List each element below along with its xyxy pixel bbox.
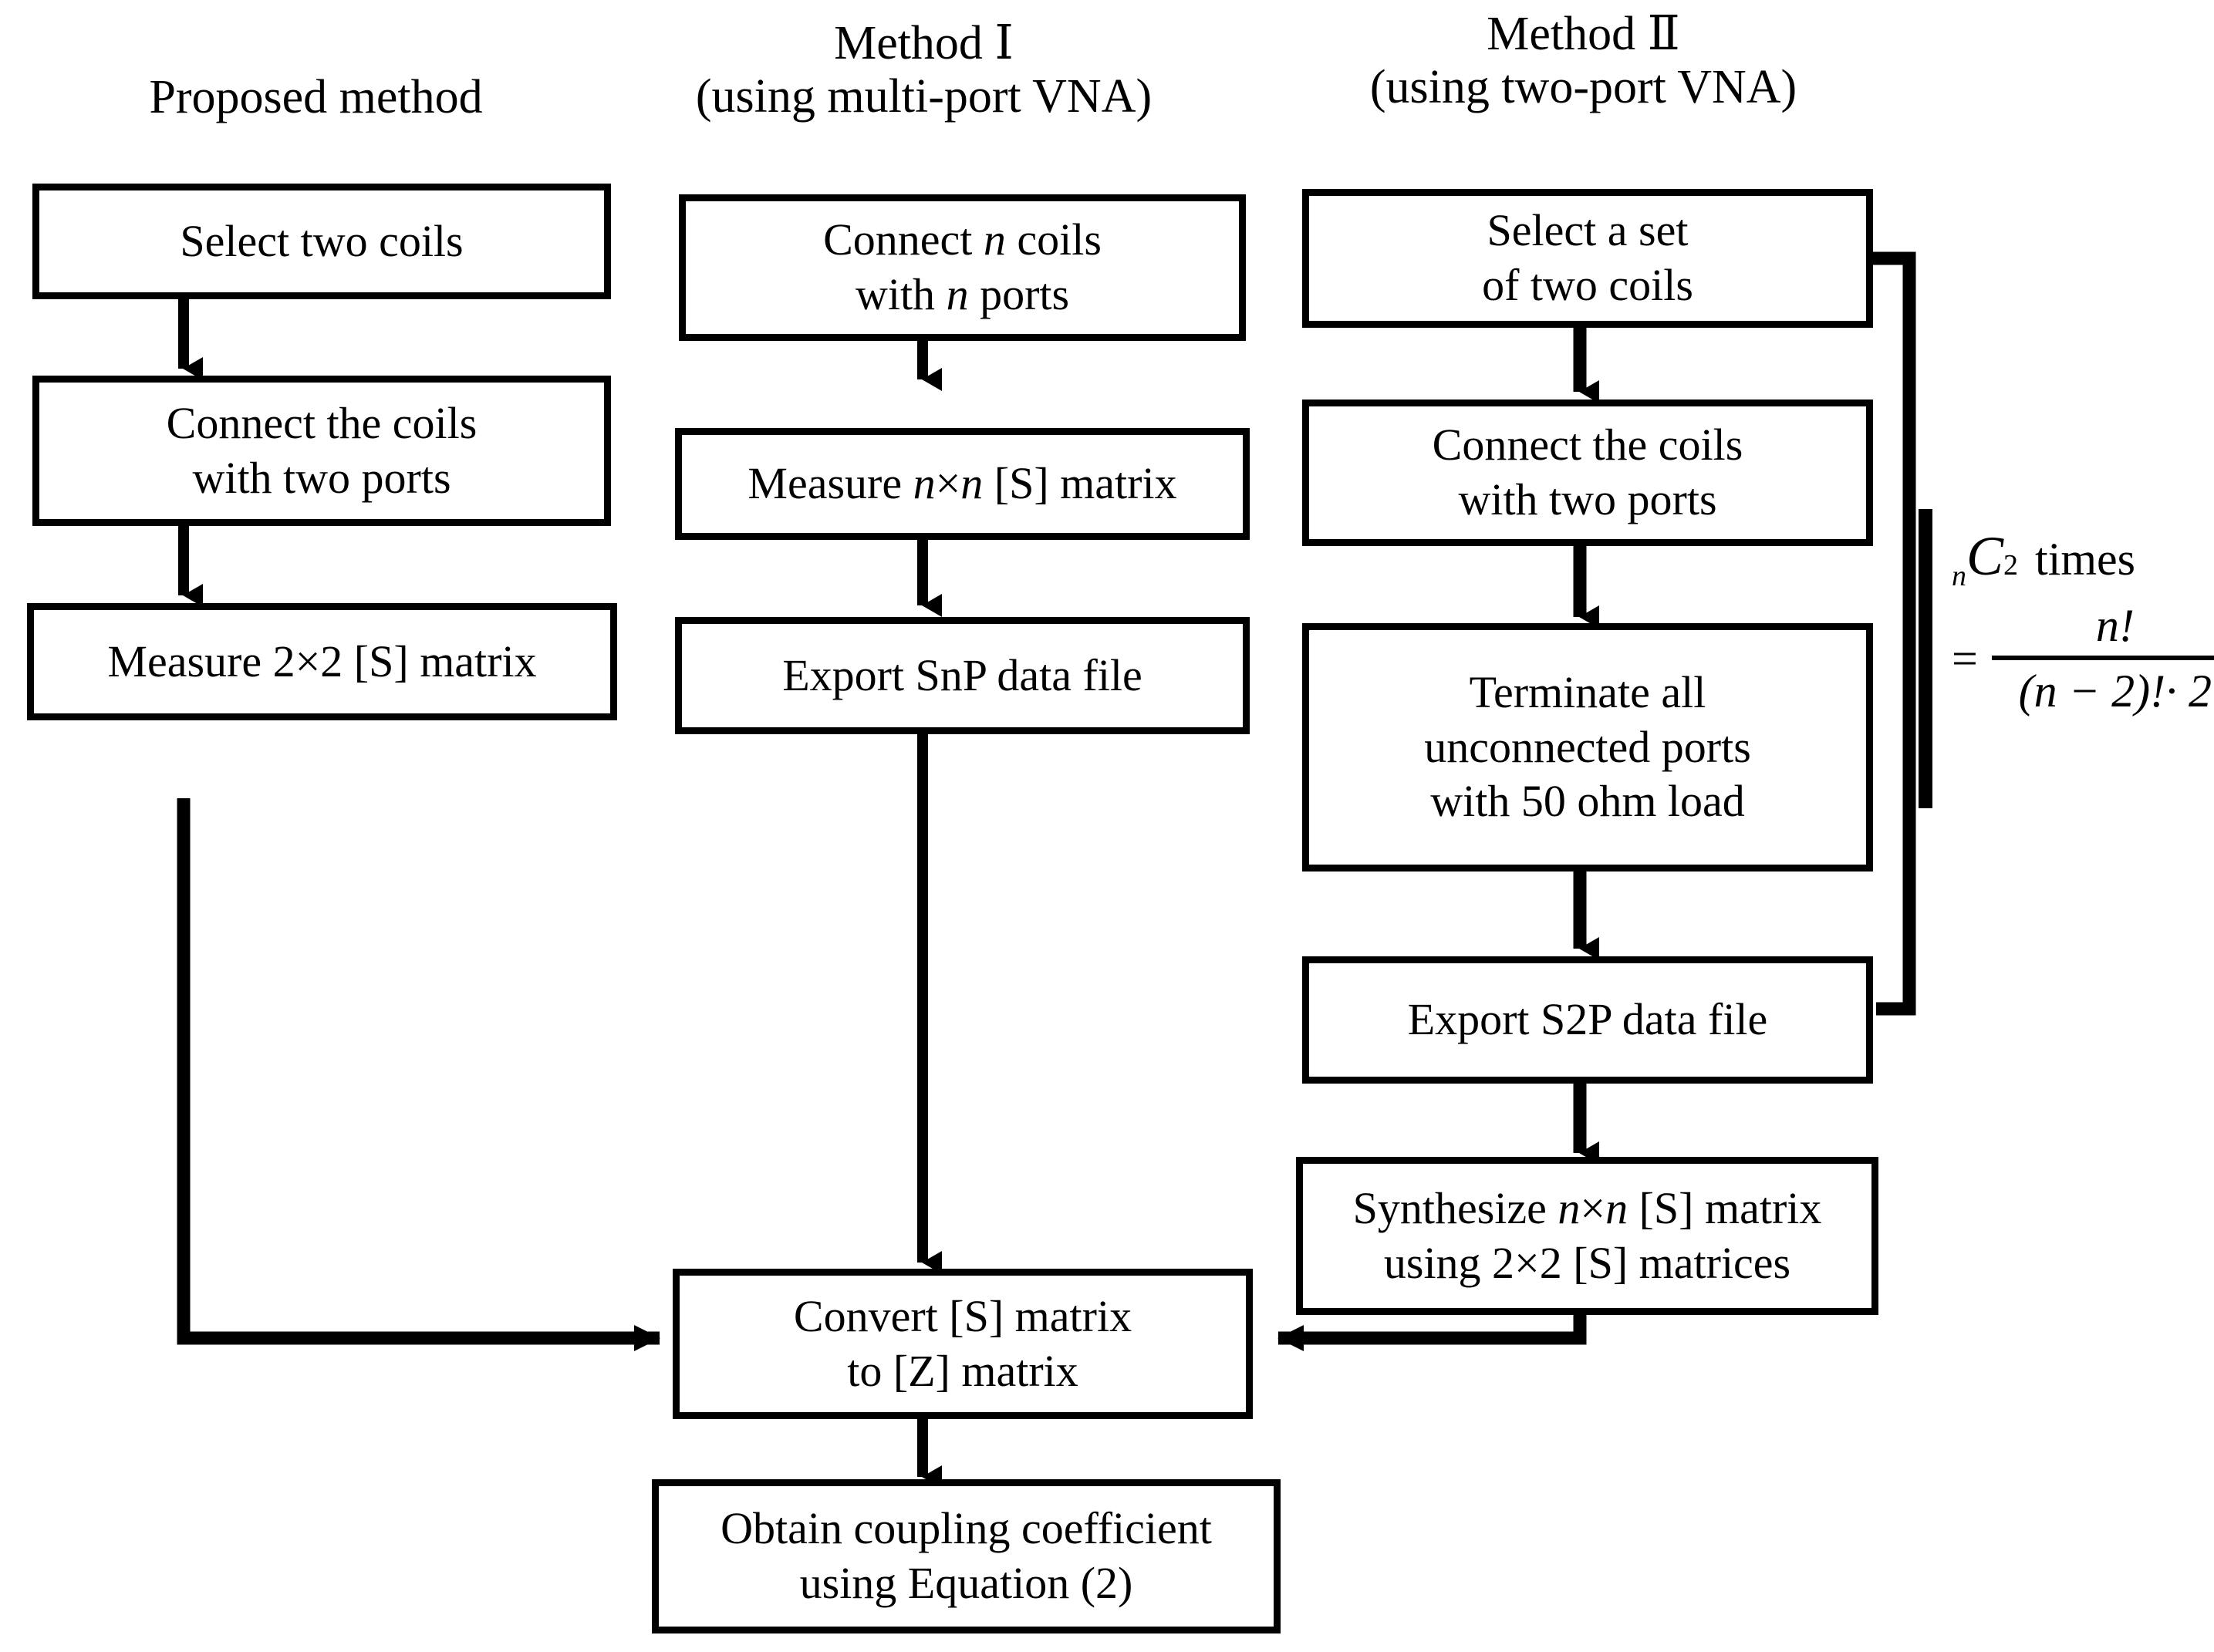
- loop-count-numerator: n!: [2095, 600, 2135, 651]
- column-title-method1-line1: Method Ⅰ: [834, 17, 1014, 69]
- node-measure-nxn-s-matrix-label: Measure n×n [S] matrix: [748, 458, 1177, 509]
- column-title-proposed: Proposed method: [32, 71, 599, 124]
- node-select-two-coils[interactable]: Select two coils: [32, 184, 611, 299]
- fraction-bar-icon: [1991, 656, 2214, 660]
- loop-count-annotation: n C 2 times = n! (n − 2)!· 2: [1952, 524, 2214, 718]
- column-title-method2: Method Ⅱ (using two-port VNA): [1296, 8, 1871, 115]
- loop-count-symbol: C: [1966, 525, 2004, 587]
- node-export-snp-data-file[interactable]: Export SnP data file: [675, 617, 1250, 734]
- loop-count-word: times: [2035, 534, 2136, 585]
- node-export-snp-data-file-label: Export SnP data file: [782, 649, 1142, 700]
- loop-count-equals: =: [1952, 632, 1978, 684]
- arrow-m2e-convert: [1277, 1313, 1587, 1351]
- node-measure-2x2-s-matrix-label: Measure 2×2 [S] matrix: [107, 636, 537, 686]
- loop-count-expression: n C 2 times: [1952, 524, 2214, 592]
- loop-count-fraction: n! (n − 2)!· 2: [1991, 599, 2214, 718]
- column-title-method1-line2: (using multi-port VNA): [695, 70, 1153, 123]
- node-export-s2p-data-file-label: Export S2P data file: [1407, 994, 1768, 1045]
- node-select-two-coils-label: Select two coils: [180, 215, 464, 266]
- column-title-proposed-line1: Proposed method: [149, 71, 483, 123]
- column-title-method2-line1: Method Ⅱ: [1487, 8, 1680, 60]
- loop-count-symbol-sub: 2: [2003, 549, 2019, 582]
- node-export-s2p-data-file[interactable]: Export S2P data file: [1302, 956, 1873, 1084]
- loop-count-denominator: (n − 2)!· 2: [2018, 666, 2212, 716]
- node-measure-2x2-s-matrix[interactable]: Measure 2×2 [S] matrix: [27, 603, 617, 720]
- arrow-p3-convert: [177, 798, 660, 1351]
- loop-count-prefix-sub: n: [1952, 560, 1966, 592]
- loop-count-equation: = n! (n − 2)!· 2: [1952, 599, 2214, 718]
- node-measure-nxn-s-matrix[interactable]: Measure n×n [S] matrix: [675, 428, 1250, 540]
- column-title-method1: Method Ⅰ (using multi-port VNA): [633, 17, 1215, 124]
- column-title-method2-line2: (using two-port VNA): [1369, 61, 1797, 114]
